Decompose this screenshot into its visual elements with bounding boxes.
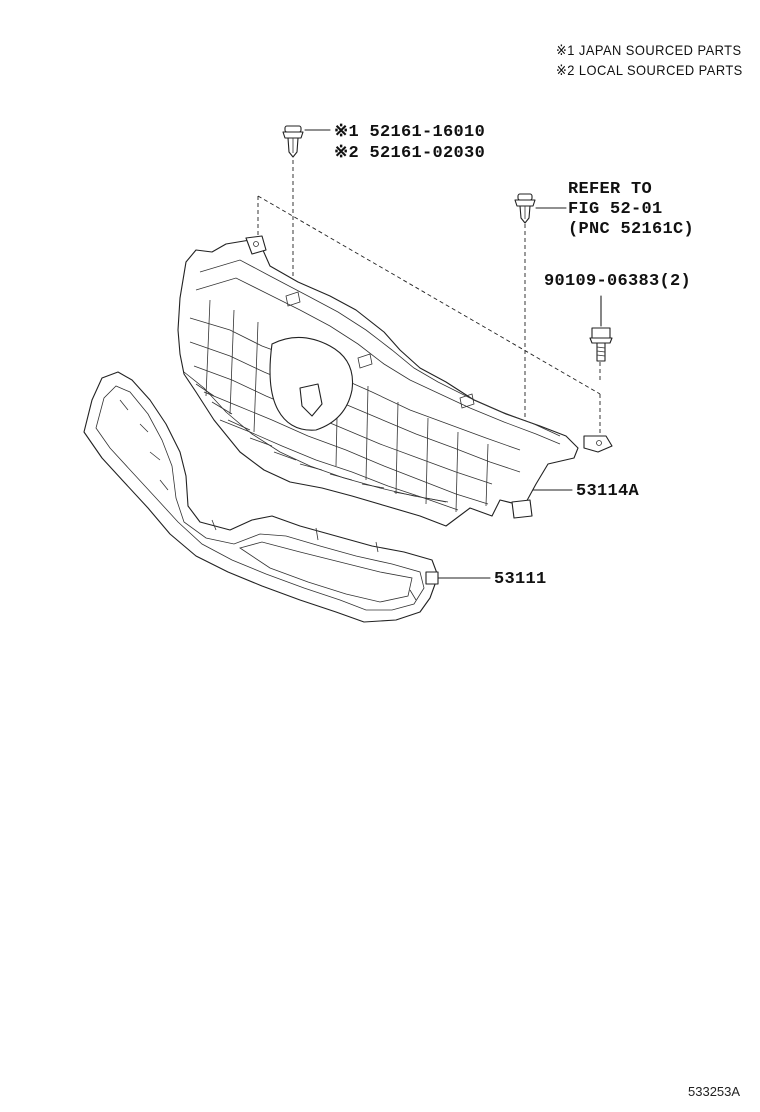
callout-clip-local: ※2 52161-02030 <box>334 144 486 163</box>
grille-molding-53111 <box>83 371 439 623</box>
callout-grille: 53114A <box>576 482 640 501</box>
figure-number: 533253A <box>688 1084 741 1099</box>
clip-icon <box>282 125 304 158</box>
clip-icon <box>514 193 536 224</box>
callout-refer-line1: REFER TO <box>568 180 653 199</box>
callout-clip-japan: ※1 52161-16010 <box>334 123 486 142</box>
leader-lines <box>304 129 602 579</box>
legend-note-japan: ※1 JAPAN SOURCED PARTS <box>556 42 742 58</box>
callout-refer-line3: (PNC 52161C) <box>568 220 695 239</box>
legend-note-local: ※2 LOCAL SOURCED PARTS <box>556 62 743 78</box>
radiator-grille-53114a <box>177 235 613 527</box>
bolt-icon <box>589 327 613 362</box>
callout-molding: 53111 <box>494 570 547 589</box>
callout-refer-line2: FIG 52-01 <box>568 200 663 219</box>
callout-bolt: 90109-06383(2) <box>544 272 692 291</box>
